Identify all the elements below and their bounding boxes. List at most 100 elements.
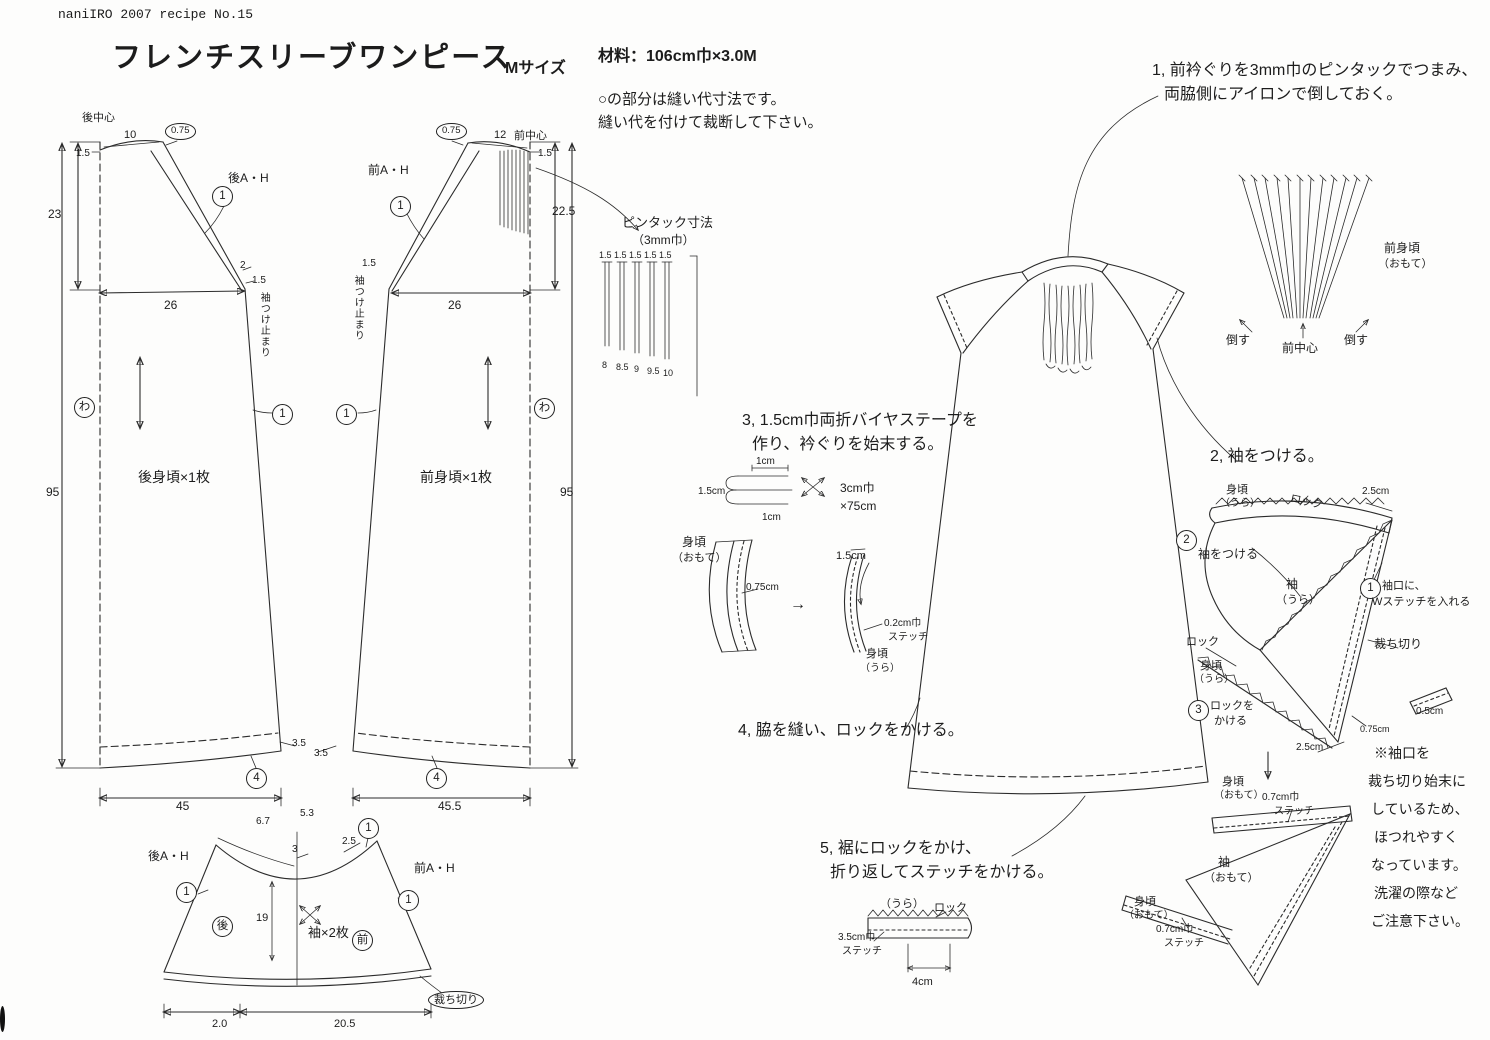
hem-4cm: 4cm <box>912 976 933 988</box>
front-sleeve-stop-label: 袖つけ止まり <box>352 275 364 341</box>
sleeve-marker-1-right: 1 <box>398 890 419 911</box>
step5-line1: 5, 裾にロックをかけ、 <box>820 840 981 857</box>
sleeve-marker-1-top: 1 <box>358 818 379 839</box>
fan-front-label-2: （おもて） <box>1378 258 1433 270</box>
back-dim-10: 10 <box>124 129 137 141</box>
fan-press-right: 倒す <box>1344 333 1369 347</box>
front-piece-name: 前身頃×1枚 <box>420 469 492 485</box>
neck-body-omote-2: （おもて） <box>672 552 727 564</box>
caution-line-6: 洗濯の際など <box>1374 885 1458 901</box>
brand-line: naniIRO 2007 recipe No.15 <box>58 7 254 22</box>
back-dim-23: 23 <box>48 207 62 221</box>
sleeve-piece-outline <box>164 831 447 1019</box>
attach-body-2: （うら） <box>1220 498 1260 509</box>
attach-marker-2: 2 <box>1176 530 1197 551</box>
caution-line-3: しているため、 <box>1371 801 1469 817</box>
attach-075cm: 0.75cm <box>1360 724 1390 734</box>
front-fold-marker: わ <box>534 398 555 419</box>
sleeve-front-marker: 前 <box>352 930 373 951</box>
fan-press-left: 倒す <box>1226 333 1251 347</box>
bias-3cm-width: 3cm巾 <box>840 481 875 495</box>
attach-tsukeru: 袖をつける <box>1198 547 1259 561</box>
back-dim-15-top: 1.5 <box>76 148 90 159</box>
material-line: 材料：106cm巾×3.0M <box>598 48 757 65</box>
pintuck-top-3: 1.5 <box>629 250 642 260</box>
neck-body-ura-2: （うら） <box>860 663 900 674</box>
neck-body-ura-1: 身頃 <box>866 648 888 660</box>
pintuck-detail-fan <box>1238 174 1373 339</box>
caution-line-4: ほつれやすく <box>1374 829 1458 845</box>
sleeve-dim-3: 3 <box>292 844 298 855</box>
front-dim-455: 45.5 <box>438 799 462 813</box>
back-marker-1: 1 <box>212 186 233 207</box>
pintuck-dim-title: ピンタック寸法 <box>622 215 714 230</box>
front-marker-4: 4 <box>426 768 447 789</box>
neck-finish-diagrams <box>708 539 883 653</box>
back-piece-name: 後身頃×1枚 <box>138 469 210 485</box>
note-line-2: 縫い代を付けて裁断して下さい。 <box>598 114 823 131</box>
finish-stitch2-2: ステッチ <box>1164 938 1204 949</box>
hem-lock-label: ロック <box>934 902 967 914</box>
attach-lock3-1: ロックを <box>1210 700 1254 712</box>
back-center-label: 後中心 <box>82 112 115 124</box>
front-marker-1b: 1 <box>336 404 357 425</box>
sleeve-tachikiri-label: 裁ち切り <box>428 990 484 1010</box>
front-dim-35: 3.5 <box>314 748 328 759</box>
hem-stitch-1: 3.5cm巾 <box>838 932 876 943</box>
front-allowance-075: 0.75 <box>436 120 467 140</box>
sleeve-dim-67: 6.7 <box>256 816 270 827</box>
attach-marker-1: 1 <box>1360 578 1381 599</box>
sleeve-piece-name: 袖×2枚 <box>308 925 349 940</box>
caution-line-2: 裁ち切り始末に <box>1368 773 1466 789</box>
attach-25cm-bottom: 2.5cm <box>1296 742 1324 753</box>
sleeve-ah-front-label: 前A・H <box>414 861 455 875</box>
size-label: Mサイズ <box>505 60 566 77</box>
neck-15cm: 1.5cm <box>836 550 866 562</box>
front-marker-1: 1 <box>390 196 411 217</box>
attach-sleeve-1: 袖 <box>1286 577 1299 591</box>
step1-line2: 両脇側にアイロンで倒しておく。 <box>1164 86 1403 103</box>
finish-body2-1: 身頃 <box>1134 896 1156 908</box>
sleeve-ah-back-label: 後A・H <box>148 849 189 863</box>
attach-tachikiri: 裁ち切り <box>1374 637 1423 651</box>
step3-line2: 作り、衿ぐりを始末する。 <box>752 436 944 453</box>
bias-75cm-length: ×75cm <box>840 499 877 513</box>
sleeve-finish-diagram <box>1121 805 1353 987</box>
attach-25cm-top: 2.5cm <box>1362 486 1390 497</box>
sleeve-marker-1-left: 1 <box>176 882 197 903</box>
pintuck-bot-4: 9.5 <box>647 366 660 376</box>
neck-stitch-1: 0.2cm巾 <box>884 618 922 629</box>
back-marker-4: 4 <box>246 768 267 789</box>
sleeve-dim-20: 2.0 <box>212 1018 228 1030</box>
finish-body-2: （おもて） <box>1214 790 1264 801</box>
pintuck-bot-5: 10 <box>663 368 674 378</box>
attach-body-1: 身頃 <box>1226 484 1248 496</box>
attach-05cm: 0.5cm <box>1416 706 1444 717</box>
back-fold-marker: わ <box>74 397 95 418</box>
back-dim-26: 26 <box>164 298 178 312</box>
back-dim-45: 45 <box>176 799 190 813</box>
fan-front-label-1: 前身頃 <box>1384 241 1421 255</box>
front-dim-15-top: 1.5 <box>538 148 552 159</box>
back-marker-1b: 1 <box>272 404 293 425</box>
front-dim-26: 26 <box>448 298 462 312</box>
sleeve-attach-diagram <box>1197 495 1453 778</box>
step5-line2: 折り返してステッチをかける。 <box>830 864 1054 881</box>
finish-body2-2: （おもて） <box>1124 910 1174 921</box>
sleeve-dim-19: 19 <box>256 912 269 924</box>
front-center-label: 前中心 <box>514 130 547 142</box>
pintuck-top-5: 1.5 <box>659 250 672 260</box>
note-line-1: ○の部分は縫い代寸法です。 <box>598 91 786 108</box>
step1-line1: 1, 前衿ぐりを3mm巾のピンタックでつまみ、 <box>1152 62 1478 79</box>
caution-line-1: ※袖口を <box>1374 745 1430 761</box>
caution-line-7: ご注意下さい。 <box>1371 913 1469 929</box>
page-title: フレンチスリーブワンピース <box>112 42 512 74</box>
finish-stitch1-1: 0.7cm巾 <box>1262 792 1300 803</box>
dress-illustration <box>904 95 1237 857</box>
pintuck-bot-2: 8.5 <box>616 362 629 372</box>
hem-stitch-2: ステッチ <box>842 946 882 957</box>
back-dim-95: 95 <box>46 485 60 499</box>
attach-cuff-1: 袖口に、 <box>1382 580 1426 592</box>
